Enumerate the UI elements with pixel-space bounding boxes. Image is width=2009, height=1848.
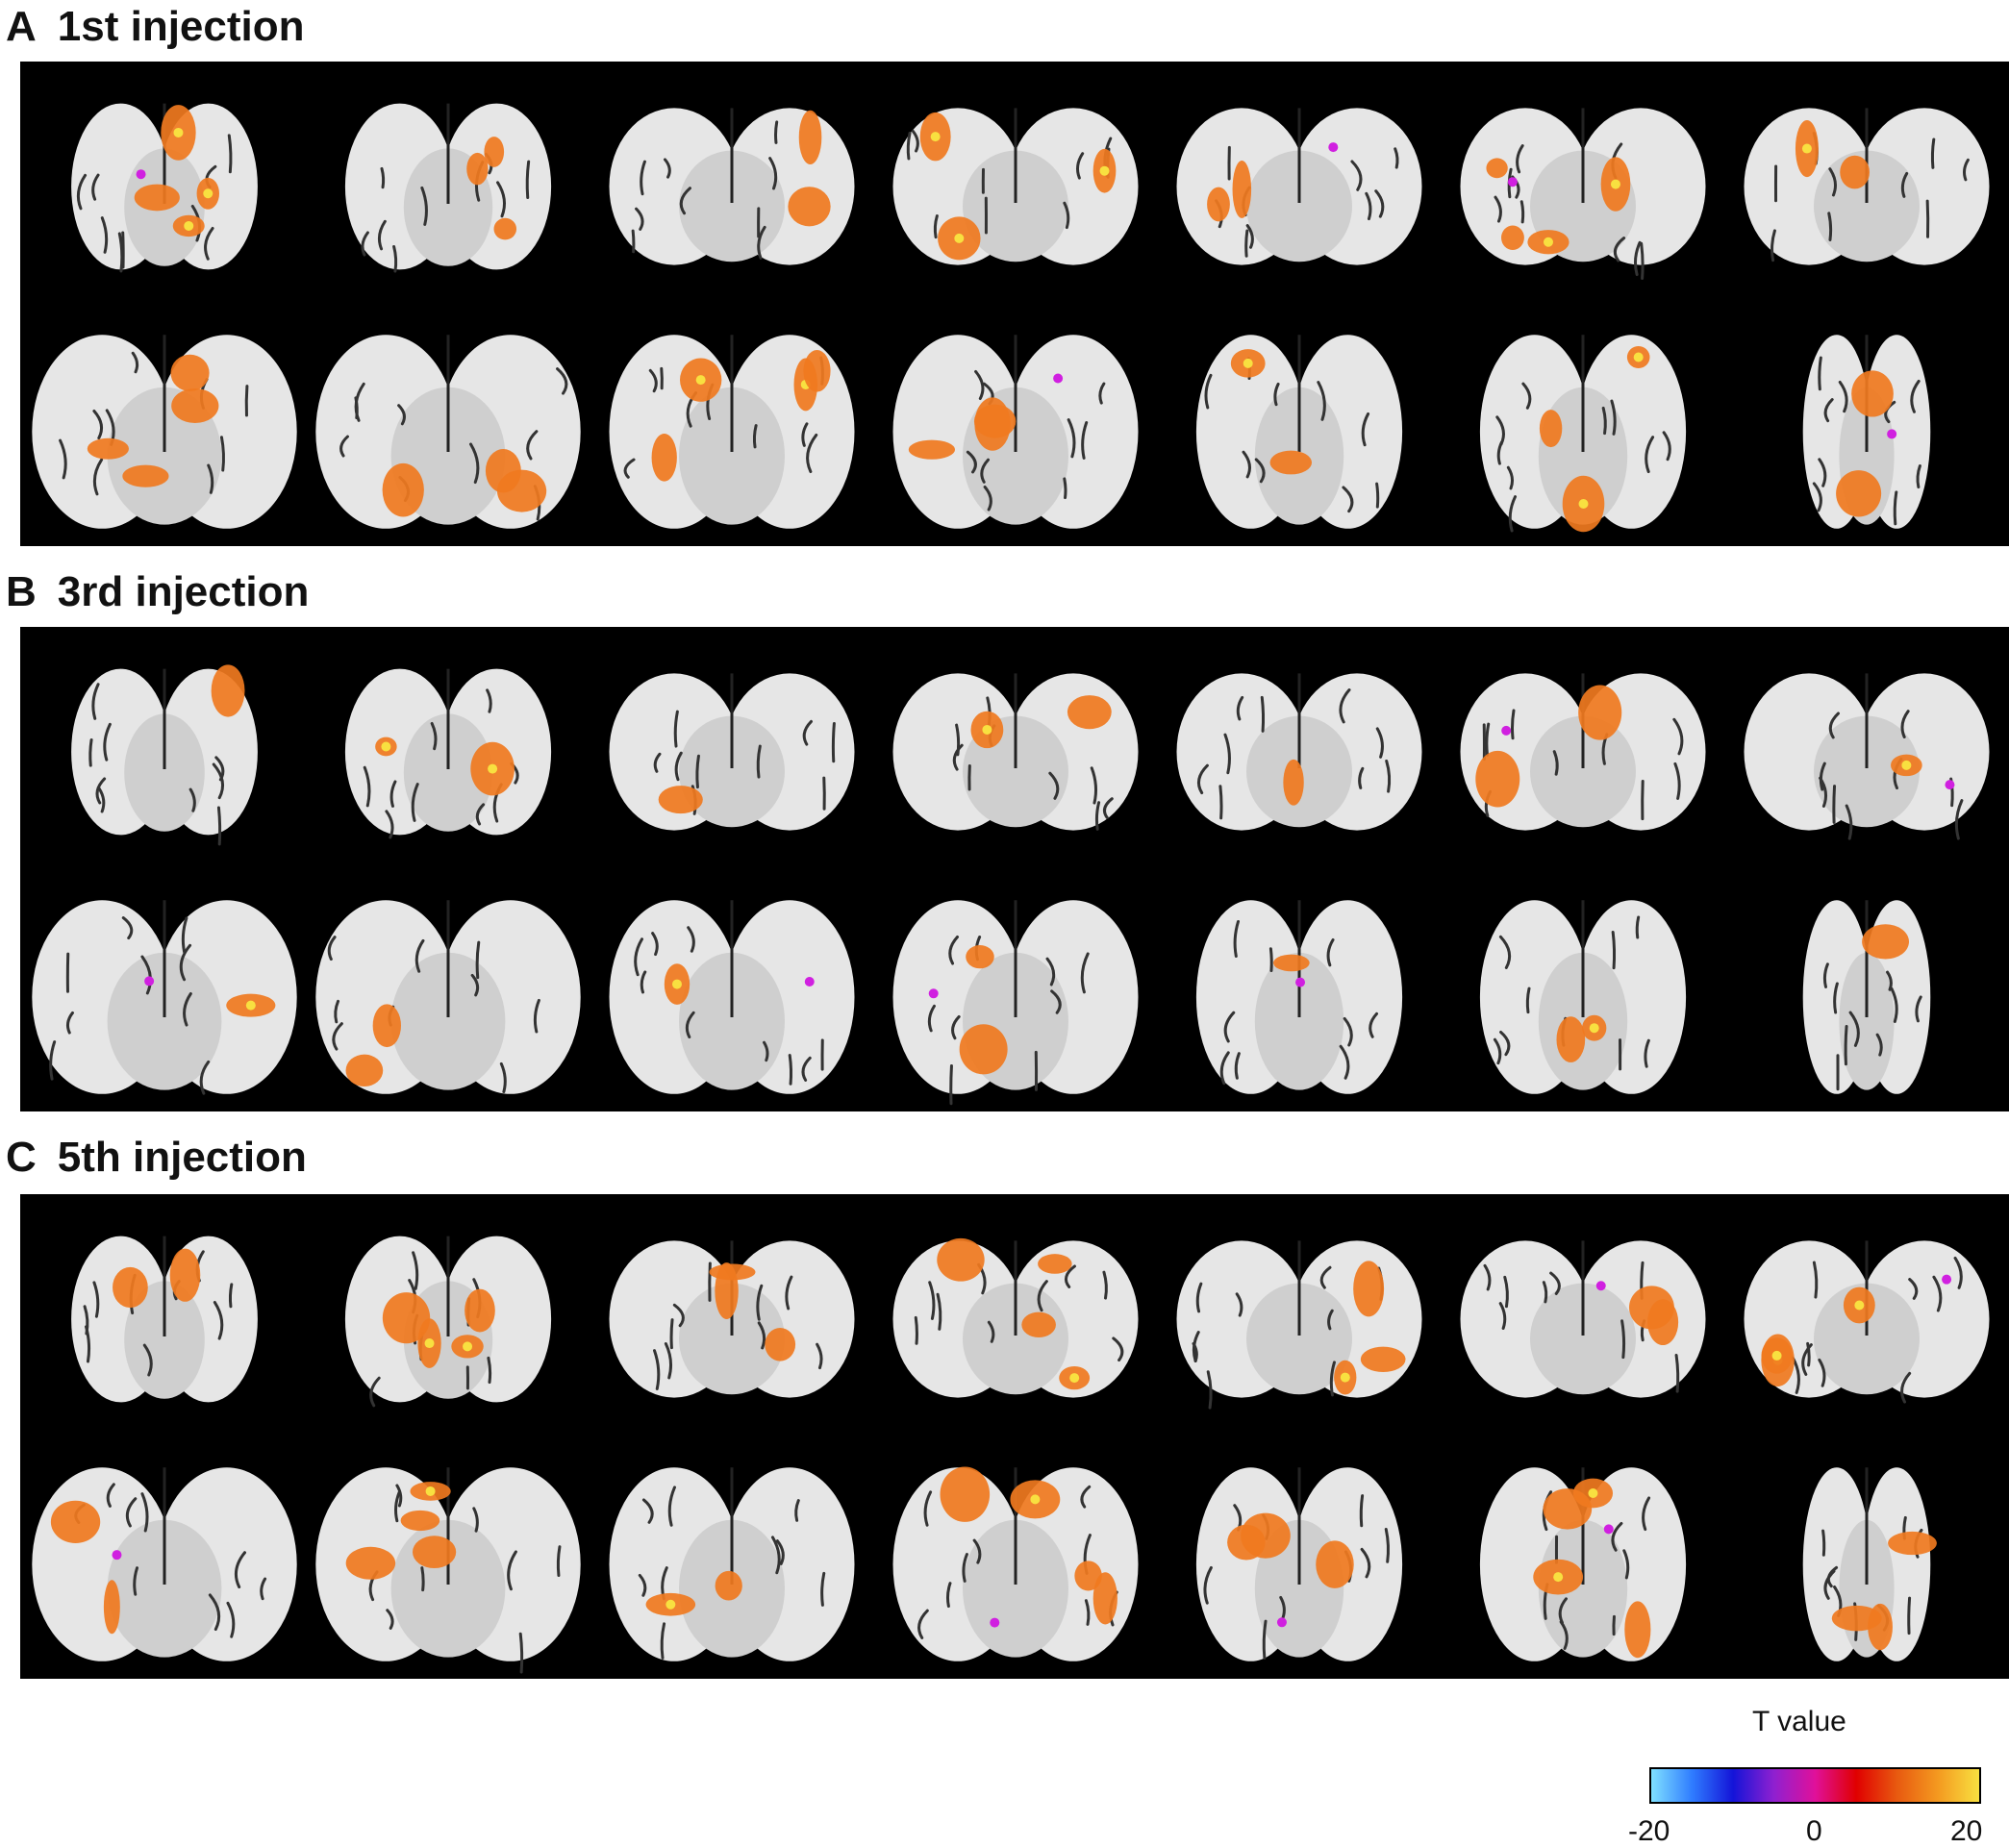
brain-slice xyxy=(315,1467,581,1674)
brain-slice xyxy=(344,668,552,839)
brain-slice xyxy=(1744,108,1990,265)
brain-slice xyxy=(609,900,855,1094)
panel-b-letter: B xyxy=(6,568,37,615)
panel-b-label: 3rd injection xyxy=(57,568,310,615)
colorbar-title: T value xyxy=(1752,1706,1846,1737)
brain-slice xyxy=(609,1240,855,1398)
colorbar xyxy=(1649,1767,1981,1804)
brain-slice xyxy=(32,900,297,1095)
panel-c-slices-svg xyxy=(32,1236,1990,1674)
brain-slice xyxy=(892,673,1139,831)
panel-b-brain-slices xyxy=(20,627,2009,1111)
brain-slice xyxy=(1460,673,1706,831)
panel-c-label: 5th injection xyxy=(57,1134,307,1181)
brain-slice xyxy=(1460,108,1706,281)
brain-slice xyxy=(1479,1467,1687,1661)
brain-slice xyxy=(1195,335,1403,529)
panel-a-brain-slices xyxy=(20,62,2009,546)
brain-slice xyxy=(1744,1240,1990,1404)
brain-slice xyxy=(1802,1467,1937,1661)
panel-c-title: C 5th injection xyxy=(6,1136,307,1179)
brain-slice xyxy=(1460,1240,1706,1398)
panel-a-letter: A xyxy=(6,3,37,50)
brain-slice xyxy=(1195,1467,1403,1661)
brain-slice xyxy=(609,108,855,265)
brain-slice xyxy=(1176,108,1422,265)
brain-slice xyxy=(1802,335,1931,529)
brain-slice xyxy=(609,1467,855,1661)
brain-slice xyxy=(32,1467,297,1661)
panel-c-brain-slices xyxy=(20,1194,2009,1679)
panel-a-slices-svg xyxy=(32,103,1990,533)
brain-slice xyxy=(892,108,1139,265)
colorbar-mid-label: 0 xyxy=(1806,1815,1822,1847)
brain-slice xyxy=(892,900,1139,1106)
brain-slice xyxy=(609,335,855,529)
brain-slice xyxy=(892,1466,1139,1661)
panel-c-letter: C xyxy=(6,1134,37,1181)
brain-slice xyxy=(344,103,552,273)
brain-slice xyxy=(344,1236,552,1408)
brain-slice xyxy=(1176,673,1422,831)
panel-a-title: A 1st injection xyxy=(6,6,305,48)
brain-slice xyxy=(1744,673,1990,840)
brain-slice xyxy=(892,1237,1139,1398)
colorbar-min-label: -20 xyxy=(1628,1815,1670,1847)
panel-b-title: B 3rd injection xyxy=(6,571,309,613)
brain-slice xyxy=(892,335,1139,529)
brain-slice xyxy=(1195,900,1403,1094)
brain-slice xyxy=(315,335,581,529)
colorbar-max-label: 20 xyxy=(1950,1815,1983,1847)
brain-slice xyxy=(1176,1240,1422,1410)
brain-slice xyxy=(1479,335,1687,533)
brain-slice xyxy=(1802,900,1931,1094)
panel-b-slices-svg xyxy=(32,664,1990,1106)
brain-slice xyxy=(32,335,297,529)
brain-slice xyxy=(71,664,258,846)
brain-slice xyxy=(1479,900,1687,1094)
brain-slice xyxy=(315,900,581,1094)
panel-a-label: 1st injection xyxy=(57,3,305,50)
brain-slice xyxy=(71,103,258,273)
brain-slice xyxy=(71,1236,258,1403)
brain-slice xyxy=(609,673,855,831)
